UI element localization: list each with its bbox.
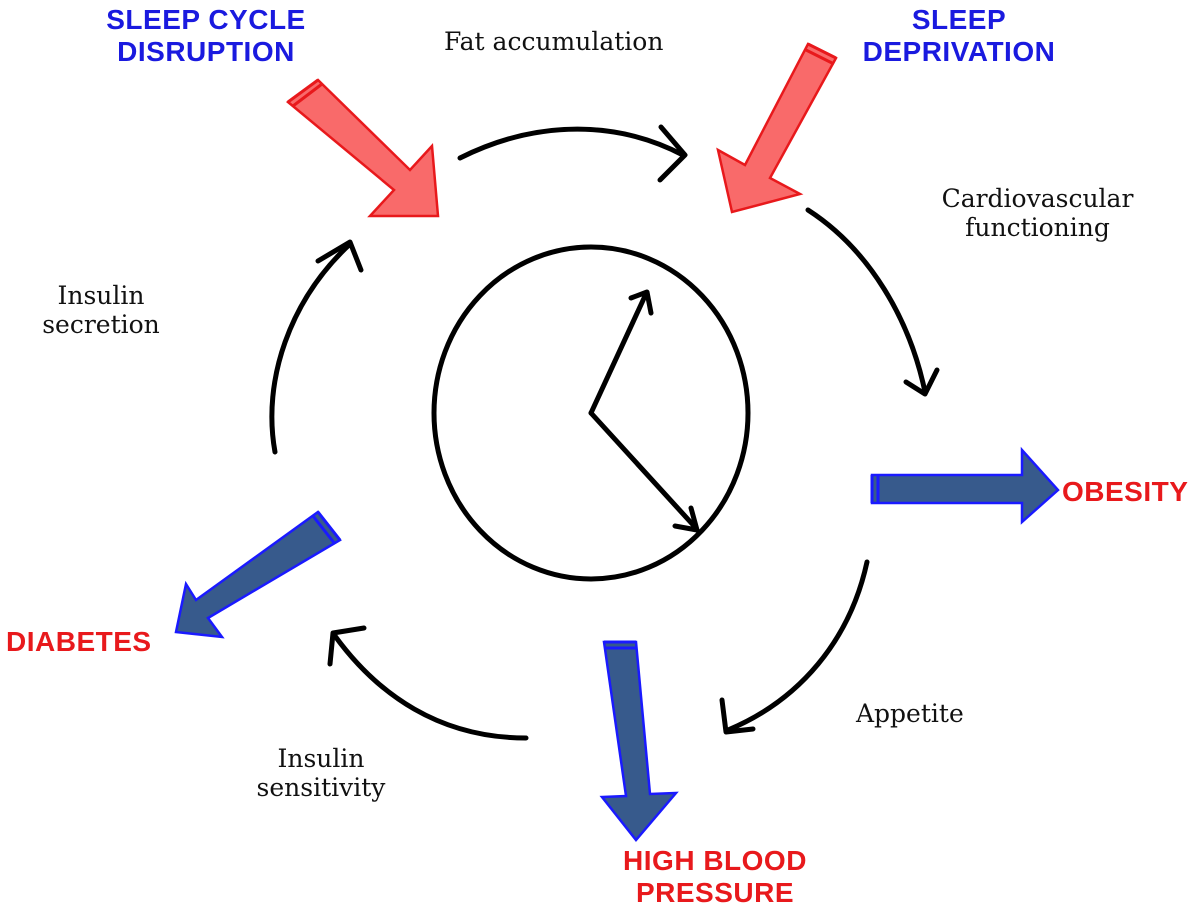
- clock-face: [431, 244, 751, 582]
- process-label-insulin-sensitivity: Insulin sensitivity: [256, 744, 386, 802]
- red-arrow-sleep-deprivation: [716, 42, 838, 214]
- clock-hour-hand-head: [672, 505, 700, 533]
- blue-arrow-obesity: [870, 446, 1060, 525]
- cycle-arrow-obesity-to-appetite: [719, 559, 870, 735]
- cycle-arrow-appetite-to-sensitivity: [327, 625, 529, 741]
- clock-minute-hand: [588, 293, 648, 416]
- factor-label-sleep-cycle-disruption: SLEEP CYCLE DISRUPTION: [106, 4, 306, 68]
- cycle-arrow-cardio-to-obesity: [805, 207, 940, 397]
- process-label-cardiovascular-functioning: Cardiovascular functioning: [941, 184, 1134, 242]
- clock-hour-hand: [588, 410, 698, 530]
- process-label-appetite: Appetite: [856, 699, 964, 728]
- cycle-arrow-secretion-to-fat: [269, 239, 364, 455]
- clock-icon: [431, 244, 751, 582]
- process-label-fat-accumulation: Fat accumulation: [444, 27, 664, 56]
- blue-arrow-high-blood-pressure: [599, 640, 679, 842]
- cycle-arrow-fat-to-cardio: [457, 124, 688, 183]
- outcome-label-diabetes: DIABETES: [6, 626, 152, 657]
- outcome-label-high-blood-pressure: HIGH BLOOD PRESSURE: [623, 845, 807, 909]
- process-label-insulin-secretion: Insulin secretion: [42, 281, 160, 339]
- clock-minute-hand-head: [628, 289, 654, 316]
- outcome-label-obesity: OBESITY: [1062, 476, 1189, 507]
- blue-arrow-diabetes: [174, 510, 342, 639]
- factor-label-sleep-deprivation: SLEEP DEPRIVATION: [862, 4, 1056, 68]
- red-arrow-sleep-cycle-disruption: [285, 78, 440, 218]
